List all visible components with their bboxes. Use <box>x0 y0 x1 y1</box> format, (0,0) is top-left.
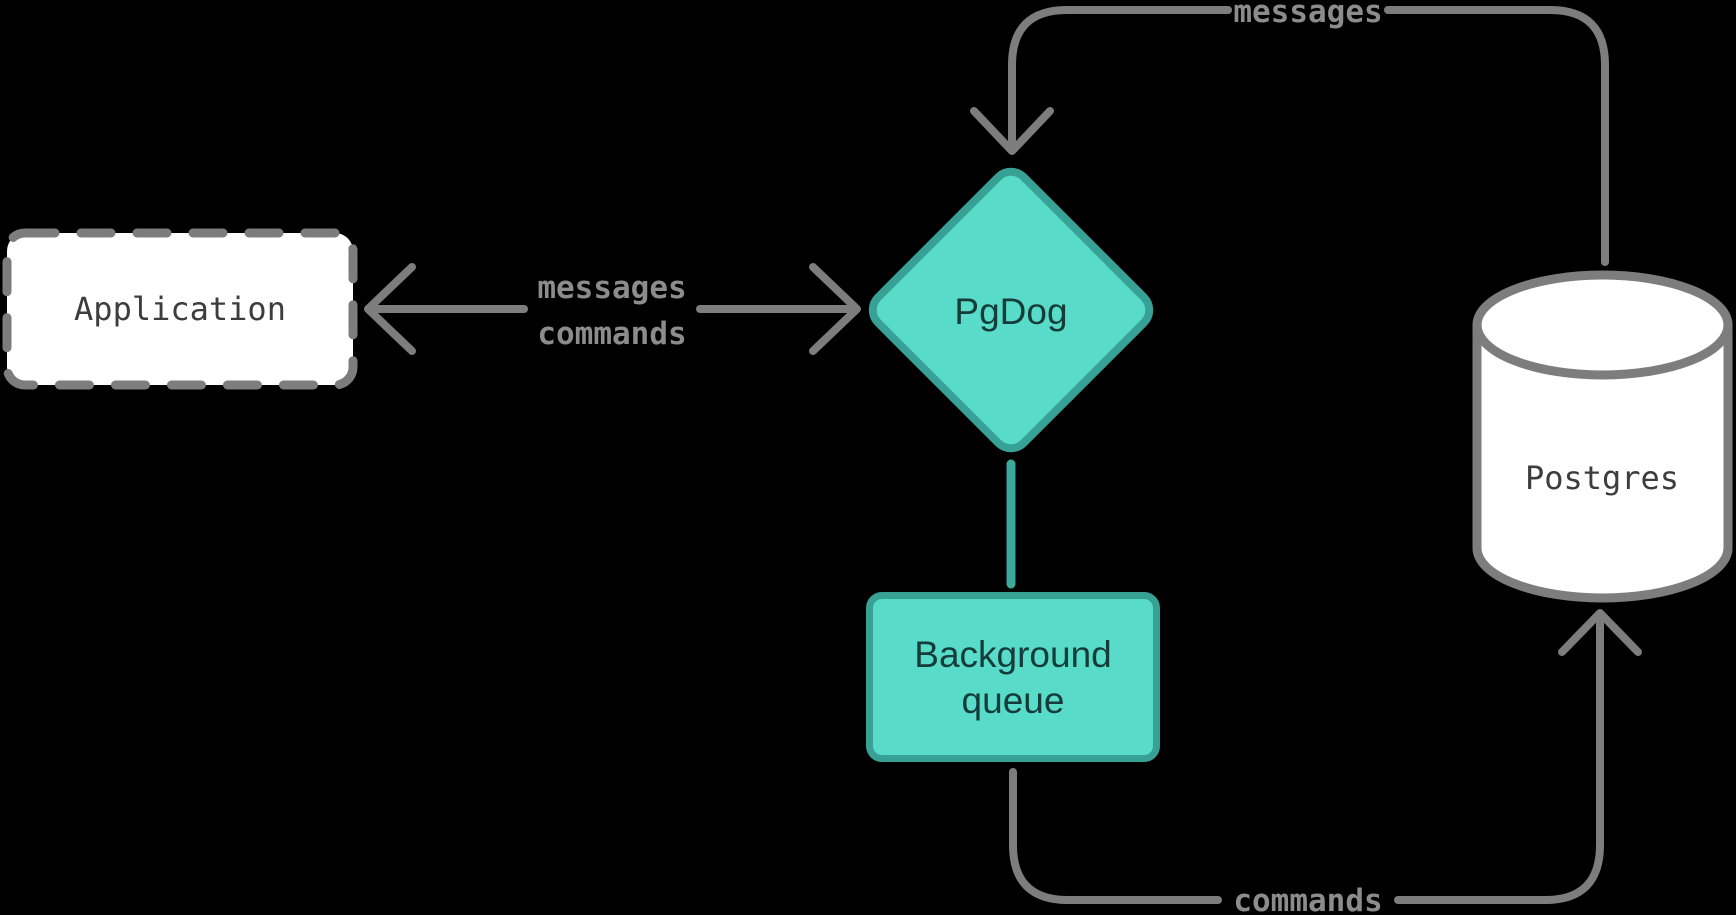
cylinder-body <box>1472 270 1733 603</box>
edge-label-commands-middle: commands <box>537 316 687 352</box>
postgres-label: Postgres <box>1524 459 1680 497</box>
arrow-queue-postgres <box>1009 609 1642 904</box>
application-dashed-border <box>2 228 358 390</box>
application-node-shape <box>2 228 358 390</box>
edge-label-commands-bottom: commands <box>1233 883 1383 915</box>
arrowhead-up-icon <box>1558 609 1642 656</box>
cylinder-top-rim <box>1472 320 1733 380</box>
arrow-app-pgdog <box>364 263 861 355</box>
background-queue-node <box>866 592 1160 762</box>
pgdog-label: PgDog <box>954 291 1068 332</box>
postgres-cylinder-shape <box>1472 270 1733 603</box>
edge-line <box>1008 6 1232 148</box>
arrowhead-left-icon <box>364 263 416 355</box>
background-queue-label: Background queue <box>914 632 1111 724</box>
arrowhead-down-icon <box>970 107 1054 155</box>
arrowhead-right-icon <box>809 263 861 355</box>
edge-label-messages-middle: messages <box>537 270 687 306</box>
edge-label-messages-top: messages <box>1233 0 1383 30</box>
arrow-postgres-pgdog <box>970 6 1609 266</box>
application-label: Application <box>74 290 286 328</box>
edge-line <box>1009 768 1222 904</box>
edge-line <box>1384 6 1609 266</box>
edge-line <box>1394 616 1604 904</box>
background-queue-label-line2: queue <box>961 680 1065 721</box>
background-queue-label-line1: Background <box>914 634 1112 675</box>
